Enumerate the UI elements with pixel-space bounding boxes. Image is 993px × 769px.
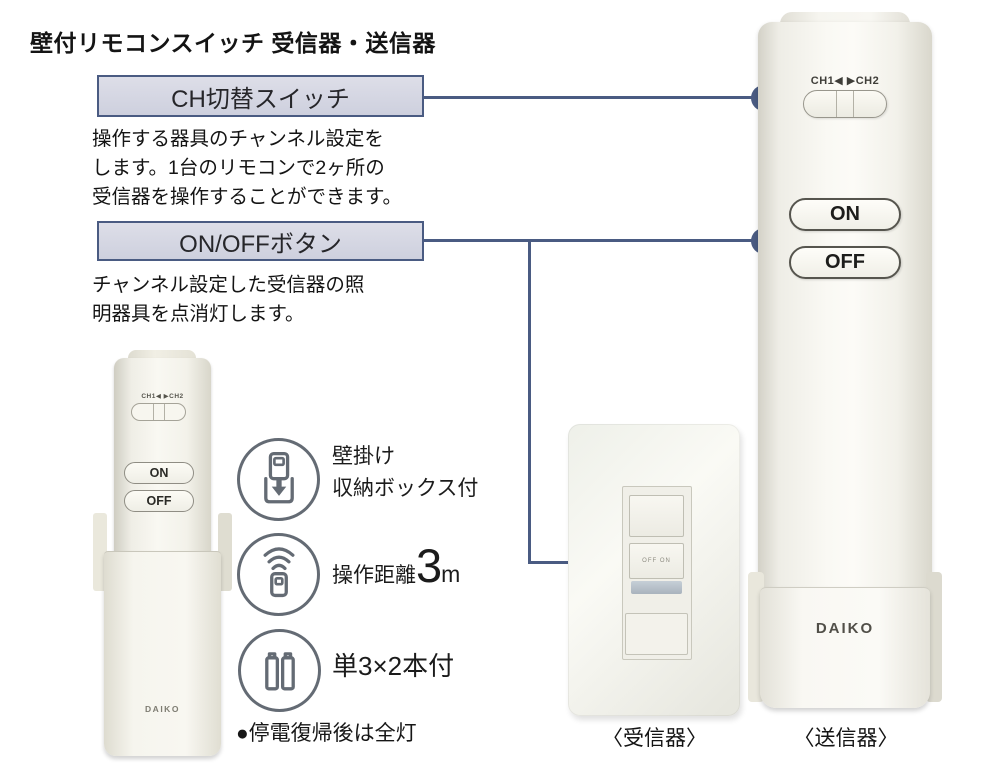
desc-line: 操作する器具のチャンネル設定を [92,128,384,150]
callout-ch-switch-label: CH切替スイッチ [171,85,350,113]
wall-storage-box-icon [263,451,294,503]
holder-tab-left [93,513,107,591]
transmitter-ch-label: CH1◀ ▶CH2 [810,75,880,87]
ch-switch-description: 操作する器具のチャンネル設定を します。1台のリモコンで2ヶ所の 受信器を操作す… [92,125,402,212]
desc-line: します。1台のリモコンで2ヶ所の [92,157,385,179]
transmitter-brand-logo: DAIKO [815,620,875,637]
holder-tab-right [218,513,232,591]
small-remote-ch-label: CH1◀ ▶CH2 [141,393,184,400]
small-remote-on-button: ON [124,462,194,484]
small-remote-brand-logo: DAIKO [145,704,180,714]
feature-badge-battery [238,629,321,712]
battery-icon [264,651,295,690]
feature-range-unit: m [441,561,461,587]
power-failure-note: ●停電復帰後は全灯 [236,722,417,745]
feature-battery-text: 単3×2本付 [332,651,455,681]
desc-line: 明器具を点消灯します。 [92,303,305,325]
feature-range-value: 3 [416,539,442,592]
receiver-indicator-strip [631,581,682,594]
signal-range-icon [262,546,295,597]
callout-ch-switch: CH切替スイッチ [97,75,424,117]
transmitter-photo: CH1◀ ▶CH2 ON OFF DAIKO [745,12,945,712]
receiver-bottom-plate [625,613,688,655]
feature-wall-box-text: 壁掛け 収納ボックス付 [332,441,478,505]
desc-line: チャンネル設定した受信器の照 [92,274,365,296]
transmitter-ch-slider [803,90,887,118]
transmitter-body [758,22,932,678]
small-remote-holder-box [104,551,221,756]
callout-onoff-button: ON/OFFボタン [97,221,424,261]
connector-line-onoff [424,239,764,242]
small-remote-off-button: OFF [124,490,194,512]
desc-line: 受信器を操作することができます。 [92,186,403,208]
connector-line-branch-vertical [528,239,531,564]
small-remote-photo: CH1◀ ▶CH2 ON OFF DAIKO [93,348,232,760]
page-title: 壁付リモコンスイッチ 受信器・送信器 [30,30,436,56]
feature-line: 収納ボックス付 [332,477,479,500]
feature-badge-range [237,533,320,616]
receiver-top-button [629,495,684,537]
transmitter-caption: 〈送信器〉 [793,727,899,750]
slider-divider [836,91,854,117]
onoff-description: チャンネル設定した受信器の照 明器具を点消灯します。 [92,271,364,329]
connector-line-ch [424,96,764,99]
feature-badge-wall-box [237,438,320,521]
transmitter-on-button: ON [789,198,901,231]
slider-divider [152,404,165,420]
feature-range-prefix: 操作距離 [332,564,416,587]
feature-line: 壁掛け [332,445,395,468]
receiver-caption: 〈受信器〉 [602,727,707,750]
transmitter-holder-front [760,587,930,708]
receiver-offon-switch: OFF ON [629,543,684,579]
transmitter-off-button: OFF [789,246,901,279]
callout-onoff-button-label: ON/OFFボタン [179,230,342,258]
receiver-photo: OFF ON [568,424,740,716]
holder-flange-right [926,572,942,702]
small-remote-ch-slider [131,403,186,421]
